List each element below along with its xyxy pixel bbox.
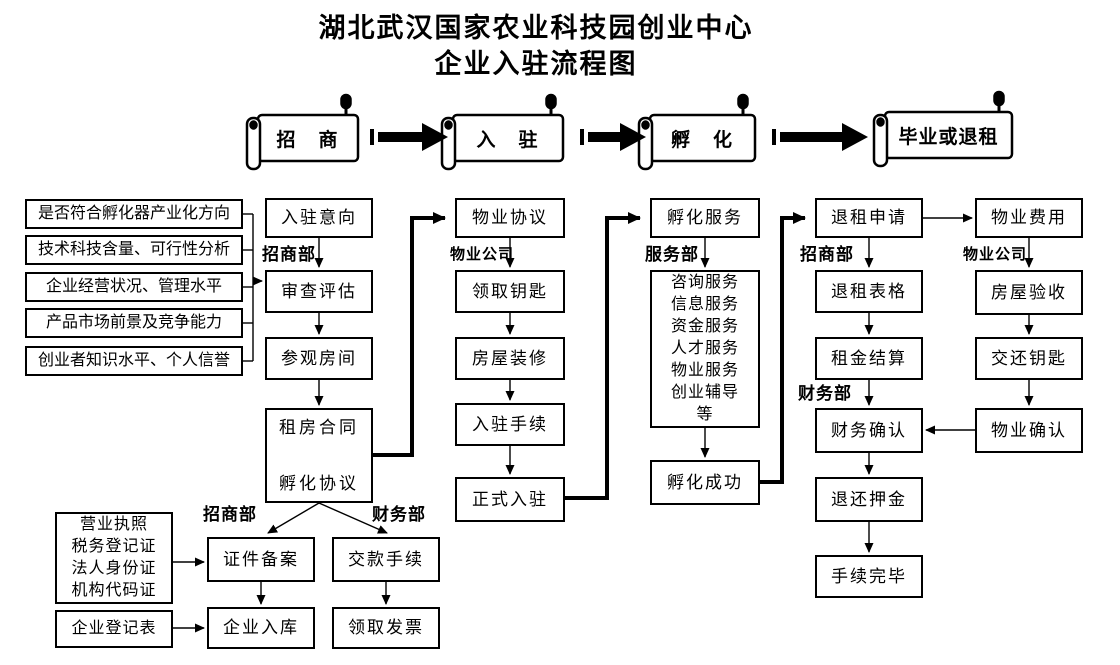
box-documents: 营业执照 税务登记证 法人身份证 机构代码证 <box>55 512 173 604</box>
box-entry-intent: 入驻意向 <box>265 198 373 238</box>
box-renovation: 房屋装修 <box>455 337 565 380</box>
label-dept-zhaoshang-2: 招商部 <box>800 245 854 264</box>
criteria-box-4: 产品市场前景及竞争能力 <box>25 308 243 338</box>
page-title-line2: 企业入驻流程图 <box>434 49 638 79</box>
box-exit-form: 退租表格 <box>815 270 923 313</box>
box-enterprise-storage: 企业入库 <box>207 607 315 649</box>
banner-ruzhu: 入 驻 <box>476 129 540 151</box>
box-finance-confirm: 财务确认 <box>815 408 923 453</box>
box-deposit-return: 退还押金 <box>815 477 923 522</box>
criteria-box-1: 是否符合孵化器产业化方向 <box>25 199 243 229</box>
box-return-keys: 交还钥匙 <box>975 337 1083 380</box>
label-dept-zhaoshang-3: 招商部 <box>203 505 257 524</box>
box-get-invoice: 领取发票 <box>332 607 440 649</box>
label-dept-caiwu-1: 财务部 <box>798 384 852 403</box>
box-entry-procedure: 入驻手续 <box>455 403 565 446</box>
arrows-registration <box>173 502 391 633</box>
criteria-box-5: 创业者知识水平、个人信誉 <box>25 346 243 376</box>
label-dept-wuye-1: 物业公司 <box>450 246 515 263</box>
criteria-box-3: 企业经营状况、管理水平 <box>25 272 243 302</box>
page-title-line1: 湖北武汉国家农业科技园创业中心 <box>318 13 754 43</box>
box-certificate-filing: 证件备案 <box>207 537 315 582</box>
box-payment-procedure: 交款手续 <box>332 537 440 582</box>
box-visit-room: 参观房间 <box>265 337 373 380</box>
box-property-agreement: 物业协议 <box>455 198 565 238</box>
box-property-confirm: 物业确认 <box>975 408 1083 453</box>
box-official-entry: 正式入驻 <box>455 477 565 522</box>
banner-biye: 毕业或退租 <box>898 126 999 148</box>
thick-phase-connectors <box>373 212 806 500</box>
box-review-assessment: 审查评估 <box>265 270 373 313</box>
box-incubation-service: 孵化服务 <box>650 198 760 238</box>
label-dept-zhaoshang-1: 招商部 <box>262 245 316 264</box>
scroll-shape-biye <box>872 90 1014 168</box>
criteria-box-2: 技术科技含量、可行性分析 <box>25 235 243 265</box>
label-dept-wuye-2: 物业公司 <box>963 246 1028 263</box>
scroll-shape-fuhua <box>637 93 757 171</box>
banner-zhaoshang: 招 商 <box>276 129 340 151</box>
scroll-shape-ruzhu <box>440 93 565 171</box>
box-rent-settlement: 租金结算 <box>815 337 923 380</box>
box-service-list: 咨询服务 信息服务 资金服务 人才服务 物业服务 创业辅导 等 <box>650 270 760 428</box>
criteria-bracket <box>243 213 263 362</box>
box-property-fee: 物业费用 <box>975 198 1083 238</box>
box-lease-incubation-agreement: 租房合同 孵化协议 <box>265 408 373 503</box>
arrows-horizontal <box>923 213 975 435</box>
scroll-shape-zhaoshang <box>245 93 360 171</box>
box-lease-exit-apply: 退租申请 <box>815 198 923 238</box>
banner-fuhua: 孵 化 <box>670 129 734 151</box>
box-get-keys: 领取钥匙 <box>455 270 565 313</box>
box-incubation-success: 孵化成功 <box>650 460 760 505</box>
box-house-inspection: 房屋验收 <box>975 270 1083 315</box>
label-dept-caiwu-2: 财务部 <box>372 505 426 524</box>
label-dept-fuwu: 服务部 <box>645 245 699 264</box>
phase-arrow-icon <box>370 123 868 151</box>
box-procedure-complete: 手续完毕 <box>815 555 923 598</box>
page-title: 湖北武汉国家农业科技园创业中心 企业入驻流程图 <box>0 10 1072 82</box>
box-registration-form: 企业登记表 <box>55 610 173 648</box>
